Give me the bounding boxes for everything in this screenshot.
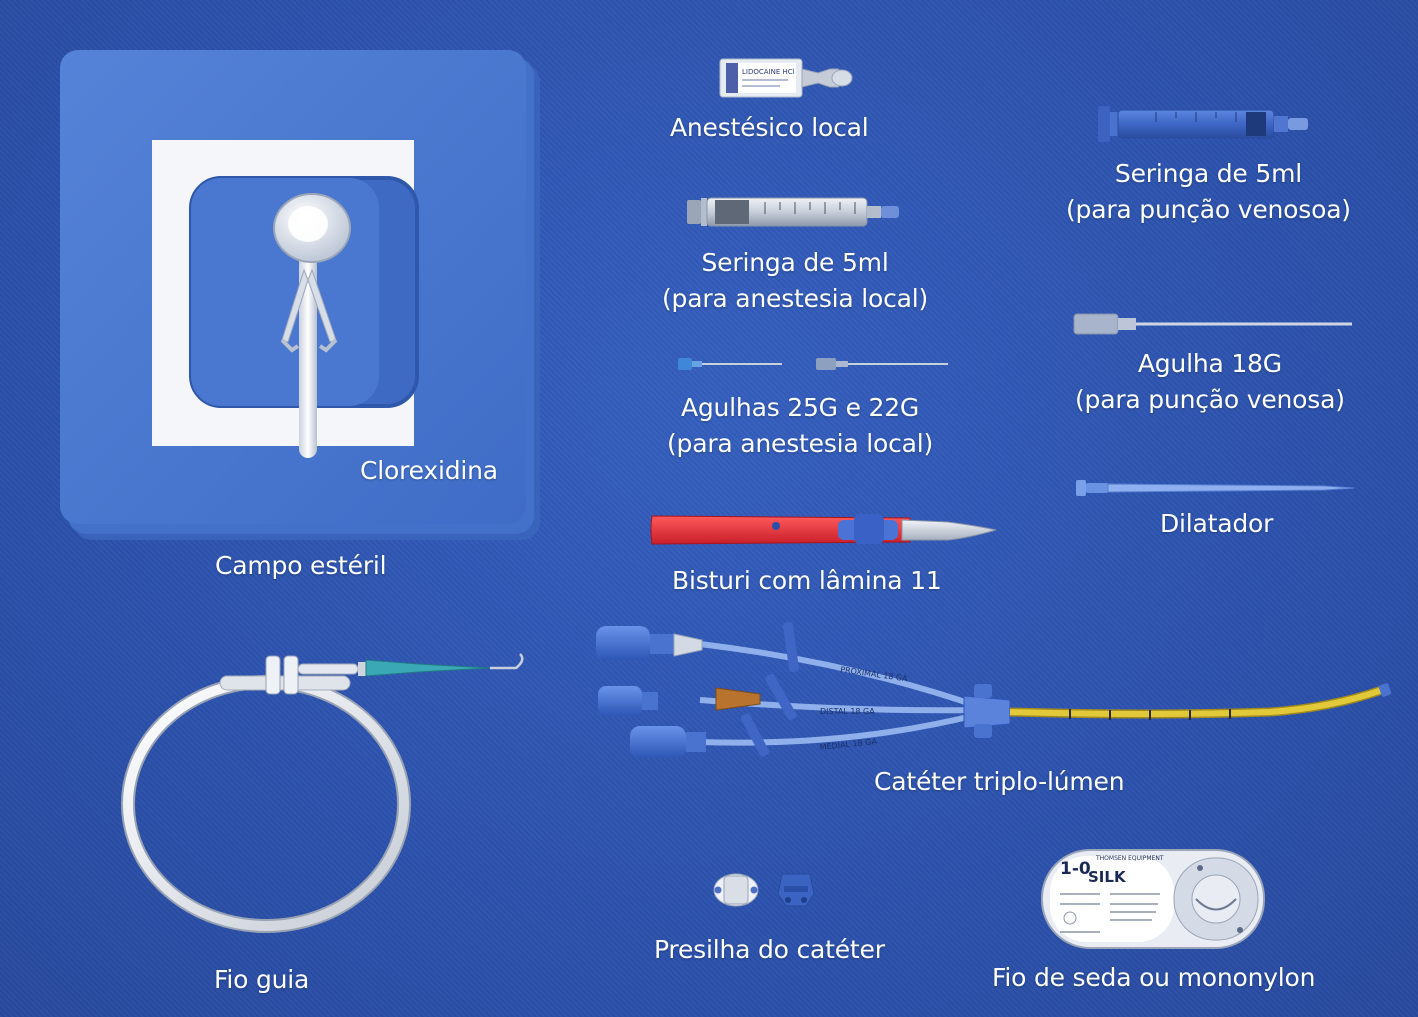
guide-wire-label: Fio guia: [214, 965, 310, 994]
needle-18g-label: Agulha 18G (para punção venosa): [1075, 346, 1345, 418]
syringe-anesthesia-label: Seringa de 5ml (para anestesia local): [662, 245, 928, 317]
suture-brand-text: THOMSEN EQUIPMENT: [1095, 855, 1164, 862]
suture-size-text: 1-0: [1060, 859, 1091, 879]
suture-label: Fio de seda ou mononylon: [992, 963, 1316, 992]
chlorhexidine-label: Clorexidina: [360, 456, 498, 485]
anesthetic-vial-illustration: LIDOCAINE HCl: [718, 55, 868, 103]
needle-18g-label-line1: Agulha 18G: [1137, 349, 1282, 378]
syringe-anesthesia-illustration: [685, 190, 905, 234]
syringe-puncture-label: Seringa de 5ml (para punção venosoa): [1066, 156, 1351, 228]
triple-lumen-catheter-illustration: PROXIMAL 18 GA DISTAL 18 GA MEDIAL 18 GA: [590, 612, 1400, 772]
syringe-anesthesia-label-line1: Seringa de 5ml: [701, 248, 889, 277]
triple-lumen-catheter-label: Catéter triplo-lúmen: [874, 767, 1125, 796]
dilator-illustration: [1074, 476, 1358, 500]
sterile-drape-label: Campo estéril: [215, 551, 387, 580]
suture-package-illustration: 1-0 SILK THOMSEN EQUIPMENT: [1040, 848, 1266, 950]
needles-label: Agulhas 25G e 22G (para anestesia local): [667, 390, 933, 462]
catheter-distal-text: DISTAL 18 GA: [820, 707, 875, 716]
sterile-drape-illustration: [60, 50, 550, 550]
guide-wire-illustration: [116, 648, 536, 938]
needles-label-line1: Agulhas 25G e 22G: [680, 393, 920, 422]
suture-material-text: SILK: [1088, 868, 1127, 886]
needle-22g-illustration: [814, 354, 954, 374]
scalpel-label: Bisturi com lâmina 11: [672, 566, 942, 595]
catheter-clip-label: Presilha do catéter: [654, 935, 885, 964]
catheter-proximal-text: PROXIMAL 18 GA: [840, 665, 909, 683]
scalpel-illustration: [648, 508, 1000, 554]
catheter-clip-illustration: [710, 862, 820, 916]
needle-25g-illustration: [676, 354, 786, 374]
syringe-anesthesia-label-line2: (para anestesia local): [662, 284, 929, 313]
vial-label-text: LIDOCAINE HCl: [742, 68, 795, 76]
local-anesthetic-label: Anestésico local: [670, 113, 869, 142]
syringe-puncture-label-line2: (para punção venosoa): [1066, 195, 1351, 224]
syringe-puncture-illustration: [1096, 96, 1316, 156]
needle-18g-label-line2: (para punção venosa): [1075, 385, 1345, 414]
needle-18g-illustration: [1072, 310, 1356, 338]
syringe-puncture-label-line1: Seringa de 5ml: [1114, 159, 1302, 188]
dilator-label: Dilatador: [1160, 509, 1274, 538]
needles-label-line2: (para anestesia local): [667, 429, 934, 458]
